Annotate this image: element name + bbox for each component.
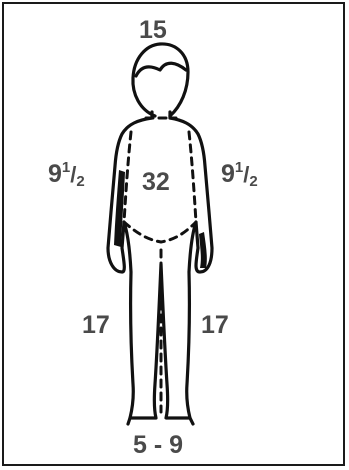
right-arm-whole: 9 xyxy=(221,160,235,188)
right-arm-numerator: 1 xyxy=(235,159,243,176)
right-arm-division-line xyxy=(189,132,196,222)
trunk-value: 32 xyxy=(142,170,170,195)
head-value: 15 xyxy=(139,18,167,43)
left-arm-whole: 9 xyxy=(48,160,62,188)
right-arm-value: 91/2 xyxy=(221,160,258,189)
left-arm-value: 91/2 xyxy=(48,160,85,189)
hip-division-line xyxy=(124,222,196,242)
age-range-label: 5 - 9 xyxy=(133,433,183,458)
right-leg-value: 17 xyxy=(201,313,229,338)
left-leg-value: 17 xyxy=(82,313,110,338)
hair-outline xyxy=(136,63,186,76)
right-arm-denominator: 2 xyxy=(249,173,257,190)
right-arm-shading xyxy=(199,232,207,268)
left-arm-denominator: 2 xyxy=(76,173,84,190)
left-arm-division-line xyxy=(124,132,131,222)
head-outline xyxy=(133,44,188,116)
left-arm-numerator: 1 xyxy=(62,159,70,176)
